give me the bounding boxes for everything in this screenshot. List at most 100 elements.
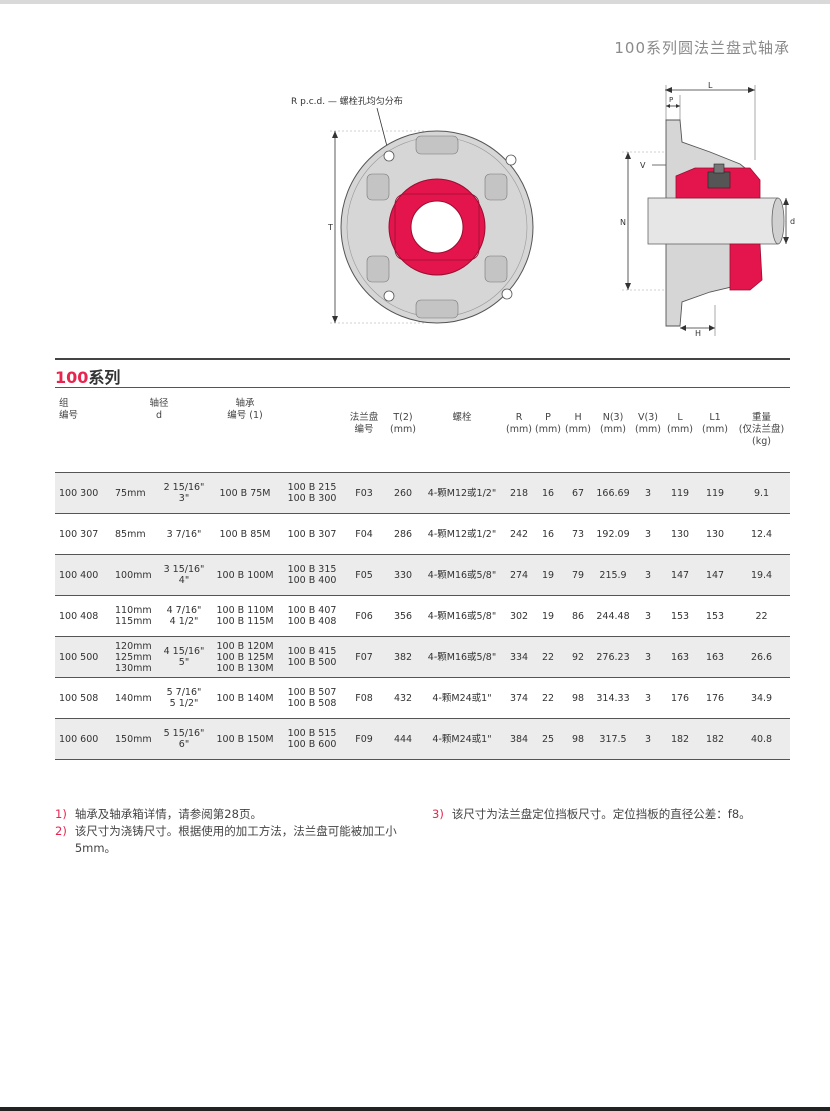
cell-h: 98 [563,718,594,760]
side-view-figure: L P V N d H [620,81,795,338]
cell-h: 92 [563,636,594,678]
cell-housing: 100 B 515 100 B 600 [283,718,342,760]
note-number: 1) [55,807,67,821]
cell-bolt: 4-颗M24或1" [419,718,506,760]
cell-v: 3 [633,718,664,760]
cell-r: 374 [505,677,534,719]
front-view-figure: R p.c.d. — 螺栓孔均匀分布 T [291,95,534,324]
cell-l1: 130 [697,513,734,555]
cell-weight: 22 [733,595,791,637]
table-header-row: 组 编号 轴径 d 轴承 编号 (1) 法兰盘 编号 T(2) (mm) 螺栓 … [55,394,790,473]
cell-inch: 2 15/16" 3" [161,472,208,514]
cell-t: 286 [387,513,420,555]
cell-inch: 5 15/16" 6" [161,718,208,760]
cell-p: 22 [533,636,564,678]
series-number: 100 [55,368,89,387]
cell-l: 130 [663,513,698,555]
cell-l: 182 [663,718,698,760]
cell-group: 100 408 [55,595,111,637]
table-row: 100 307 85mm 3 7/16" 100 B 85M 100 B 307… [55,513,791,555]
cell-t: 444 [387,718,420,760]
cell-n: 314.33 [593,677,634,719]
cell-bolt: 4-颗M12或1/2" [419,513,506,555]
cell-bearing: 100 B 110M 100 B 115M [207,595,284,637]
col-housing [283,394,341,473]
bolt-holes [383,150,517,302]
cell-housing: 100 B 215 100 B 300 [283,472,342,514]
cell-v: 3 [633,595,664,637]
cell-housing: 100 B 507 100 B 508 [283,677,342,719]
col-t: T(2) (mm) [390,412,416,435]
note-item: 2) 该尺寸为浇铸尺寸。根据使用的加工方法，法兰盘可能被加工小5mm。 [55,823,410,857]
cell-t: 432 [387,677,420,719]
p-label: P [669,96,673,104]
series-title: 100系列 [55,364,120,388]
cell-bearing: 100 B 150M [207,718,284,760]
cell-v: 3 [633,513,664,555]
cell-group: 100 600 [55,718,111,760]
col-weight: 重量 (仅法兰盘) (kg) [738,412,785,447]
cell-inch: 3 7/16" [161,513,208,555]
cell-n: 317.5 [593,718,634,760]
cell-p: 25 [533,718,564,760]
cell-v: 3 [633,677,664,719]
col-l: L (mm) [667,412,693,435]
cell-bolt: 4-颗M16或5/8" [419,554,506,596]
cell-flange: F07 [341,636,388,678]
cell-bolt: 4-颗M12或1/2" [419,472,506,514]
col-l1: L1 (mm) [702,412,728,435]
cell-mm: 85mm [111,513,161,555]
table-row: 100 400 100mm 3 15/16" 4" 100 B 100M 100… [55,554,791,596]
cell-bearing: 100 B 140M [207,677,284,719]
cell-l: 176 [663,677,698,719]
cell-weight: 26.6 [733,636,791,678]
table-row: 100 300 75mm 2 15/16" 3" 100 B 75M 100 B… [55,472,791,514]
cell-l1: 182 [697,718,734,760]
rpcd-label: R p.c.d. — 螺栓孔均匀分布 [291,95,403,107]
cell-bearing: 100 B 100M [207,554,284,596]
cell-bolt: 4-颗M16或5/8" [419,636,506,678]
note-number: 2) [55,824,67,838]
note-text: 该尺寸为浇铸尺寸。根据使用的加工方法，法兰盘可能被加工小5mm。 [74,824,397,855]
l-label: L [708,81,713,90]
note-item: 1) 轴承及轴承箱详情，请参阅第28页。 [55,806,410,823]
cell-v: 3 [633,472,664,514]
cell-mm: 150mm [111,718,161,760]
col-h: H (mm) [565,412,591,435]
series-rule-bottom [55,387,790,388]
cell-t: 260 [387,472,420,514]
cell-weight: 40.8 [733,718,791,760]
cell-l1: 176 [697,677,734,719]
cell-t: 356 [387,595,420,637]
table-row: 100 508 140mm 5 7/16" 5 1/2" 100 B 140M … [55,677,791,719]
v-label: V [640,161,646,170]
cell-l: 153 [663,595,698,637]
cell-group: 100 300 [55,472,111,514]
cell-weight: 9.1 [733,472,791,514]
cell-bearing: 100 B 120M 100 B 125M 100 B 130M [207,636,284,678]
cell-p: 19 [533,554,564,596]
cell-weight: 34.9 [733,677,791,719]
cell-mm: 75mm [111,472,161,514]
col-bearing: 轴承 编号 (1) [227,398,263,421]
cell-mm: 120mm 125mm 130mm [111,636,161,678]
note-text: 该尺寸为法兰盘定位挡板尺寸。定位挡板的直径公差：f8。 [451,807,751,821]
col-r: R (mm) [506,412,532,435]
d-label: d [790,217,795,226]
cell-r: 218 [505,472,534,514]
cell-inch: 4 7/16" 4 1/2" [161,595,208,637]
cell-inch: 4 15/16" 5" [161,636,208,678]
table-row: 100 408 110mm 115mm 4 7/16" 4 1/2" 100 B… [55,595,791,637]
cell-l: 147 [663,554,698,596]
cell-group: 100 508 [55,677,111,719]
cell-p: 19 [533,595,564,637]
cell-r: 274 [505,554,534,596]
cell-p: 16 [533,472,564,514]
cell-h: 98 [563,677,594,719]
cell-flange: F06 [341,595,388,637]
cell-r: 302 [505,595,534,637]
n-label: N [620,218,626,227]
cell-bearing: 100 B 85M [207,513,284,555]
note-item: 3) 该尺寸为法兰盘定位挡板尺寸。定位挡板的直径公差：f8。 [432,806,792,823]
cell-group: 100 307 [55,513,111,555]
